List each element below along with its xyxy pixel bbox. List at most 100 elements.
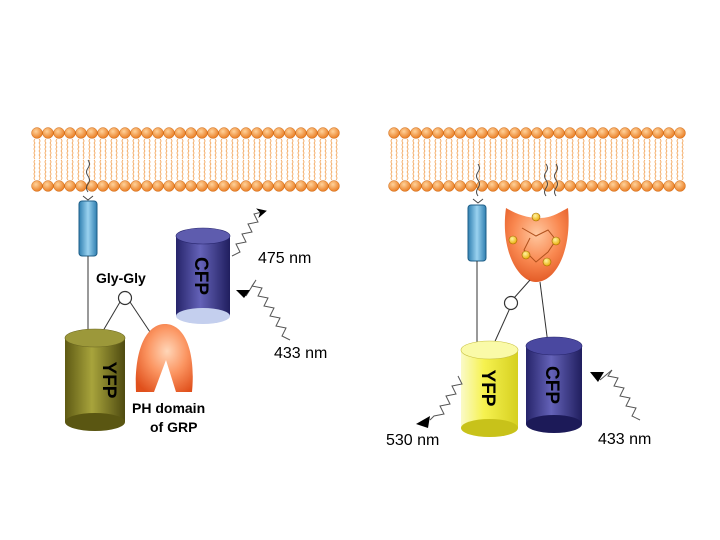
right-excitation-wave bbox=[599, 369, 641, 421]
left-lipid-tail bbox=[88, 138, 91, 160]
right-lipid-tail bbox=[500, 159, 503, 181]
left-lipid-tail bbox=[286, 159, 289, 181]
right-lipid-tail bbox=[560, 159, 563, 181]
right-lipid-tail bbox=[478, 138, 481, 160]
left-lipid-head bbox=[284, 127, 296, 139]
left-lipid-tail bbox=[115, 138, 118, 160]
left-lipid-head bbox=[295, 180, 307, 192]
left-excitation-label: 433 nm bbox=[274, 345, 327, 362]
left-lipid-tail bbox=[264, 159, 267, 181]
right-lipid-tail bbox=[676, 138, 679, 160]
left-lipid-tail bbox=[170, 159, 173, 181]
right-lipid-tail bbox=[626, 138, 629, 160]
right-lipid-tail bbox=[632, 159, 635, 181]
left-lipid-tail bbox=[313, 138, 316, 160]
left-lipid-tail bbox=[181, 159, 184, 181]
left-excitation-arrowhead bbox=[236, 290, 250, 298]
right-lipid-head bbox=[641, 127, 653, 139]
left-lipid-head bbox=[64, 180, 76, 192]
left-lipid-tail bbox=[247, 159, 250, 181]
left-cfp-cylinder: CFP bbox=[175, 227, 231, 324]
right-lipid-head bbox=[432, 180, 444, 192]
right-lipid-head bbox=[630, 180, 642, 192]
left-lipid-head bbox=[196, 180, 208, 192]
right-linker-circle bbox=[503, 295, 519, 311]
left-lipid-tail bbox=[253, 159, 256, 181]
left-lipid-tail bbox=[137, 159, 140, 181]
right-lipid-tail bbox=[538, 138, 541, 160]
left-lipid-head bbox=[218, 127, 230, 139]
right-lipid-tail bbox=[456, 138, 459, 160]
left-lipid-tail bbox=[291, 138, 294, 160]
left-lipid-tail bbox=[324, 138, 327, 160]
right-lipid-tail bbox=[555, 159, 558, 181]
left-lipid-tail bbox=[198, 138, 201, 160]
left-lipid-tail bbox=[324, 159, 327, 181]
right-lipid-tail bbox=[665, 138, 668, 160]
left-lipid-head bbox=[163, 180, 175, 192]
left-lipid-tail bbox=[302, 159, 305, 181]
right-lipid-tail bbox=[395, 138, 398, 160]
left-lipid-head bbox=[108, 180, 120, 192]
left-lipid-tail bbox=[44, 138, 47, 160]
left-lipid-tail bbox=[143, 159, 146, 181]
left-lipid-tail bbox=[159, 159, 162, 181]
left-lipid-tail bbox=[121, 159, 124, 181]
left-lipid-tail bbox=[330, 159, 333, 181]
left-lipid-head bbox=[273, 180, 285, 192]
left-lipid-tail bbox=[115, 159, 118, 181]
left-lipid-tail bbox=[242, 159, 245, 181]
right-lipid-tail bbox=[654, 159, 657, 181]
left-lipid-head bbox=[328, 127, 340, 139]
right-lipid-tail bbox=[390, 159, 393, 181]
right-lipid-tail bbox=[588, 159, 591, 181]
left-lipid-tail bbox=[286, 138, 289, 160]
left-lipid-tail bbox=[99, 138, 102, 160]
right-lipid-head bbox=[399, 180, 411, 192]
right-lipid-head bbox=[399, 127, 411, 139]
left-lipid-tail bbox=[308, 138, 311, 160]
right-lipid-tail bbox=[489, 138, 492, 160]
right-lipid-head bbox=[421, 180, 433, 192]
left-lipid-tail bbox=[313, 159, 316, 181]
right-lipid-tail bbox=[511, 138, 514, 160]
left-lipid-tail bbox=[187, 159, 190, 181]
left-lipid-tails bbox=[33, 138, 338, 181]
right-lipid-tail bbox=[533, 159, 536, 181]
left-yfp-label: YFP bbox=[98, 362, 119, 399]
right-lipid-head bbox=[388, 180, 400, 192]
left-lipid-tail bbox=[60, 138, 63, 160]
left-lipid-tail bbox=[302, 138, 305, 160]
right-lipid-tail bbox=[505, 138, 508, 160]
right-lipid-tail bbox=[527, 138, 530, 160]
left-lipid-tail bbox=[297, 159, 300, 181]
left-lipid-tail bbox=[165, 138, 168, 160]
left-lipid-tail bbox=[335, 138, 338, 160]
right-lipid-tail bbox=[555, 138, 558, 160]
right-emission-arrowhead bbox=[416, 416, 430, 428]
left-lipid-tail bbox=[93, 138, 96, 160]
right-lipid-head bbox=[498, 180, 510, 192]
left-lipid-tail bbox=[187, 138, 190, 160]
right-lipid-head bbox=[443, 180, 455, 192]
left-lipid-head bbox=[229, 127, 241, 139]
right-lipid-tail bbox=[604, 138, 607, 160]
right-lipid-tail bbox=[456, 159, 459, 181]
right-emission-wave bbox=[429, 375, 463, 421]
left-lipid-tail bbox=[319, 159, 322, 181]
left-lipid-head bbox=[317, 180, 329, 192]
left-lipid-tail bbox=[258, 159, 261, 181]
right-lipid-head bbox=[454, 127, 466, 139]
left-lipid-head bbox=[240, 127, 252, 139]
right-lipid-tail bbox=[599, 159, 602, 181]
left-lipid-tail bbox=[319, 138, 322, 160]
left-lipid-tail bbox=[66, 138, 69, 160]
left-lipid-tail bbox=[203, 159, 206, 181]
right-lipid-tail bbox=[654, 138, 657, 160]
left-lipid-tail bbox=[214, 138, 217, 160]
left-lipid-tail bbox=[33, 159, 36, 181]
left-lipid-tail bbox=[291, 159, 294, 181]
left-lipid-tail bbox=[209, 159, 212, 181]
right-lipid-tail bbox=[615, 159, 618, 181]
left-lipid-tail bbox=[258, 138, 261, 160]
